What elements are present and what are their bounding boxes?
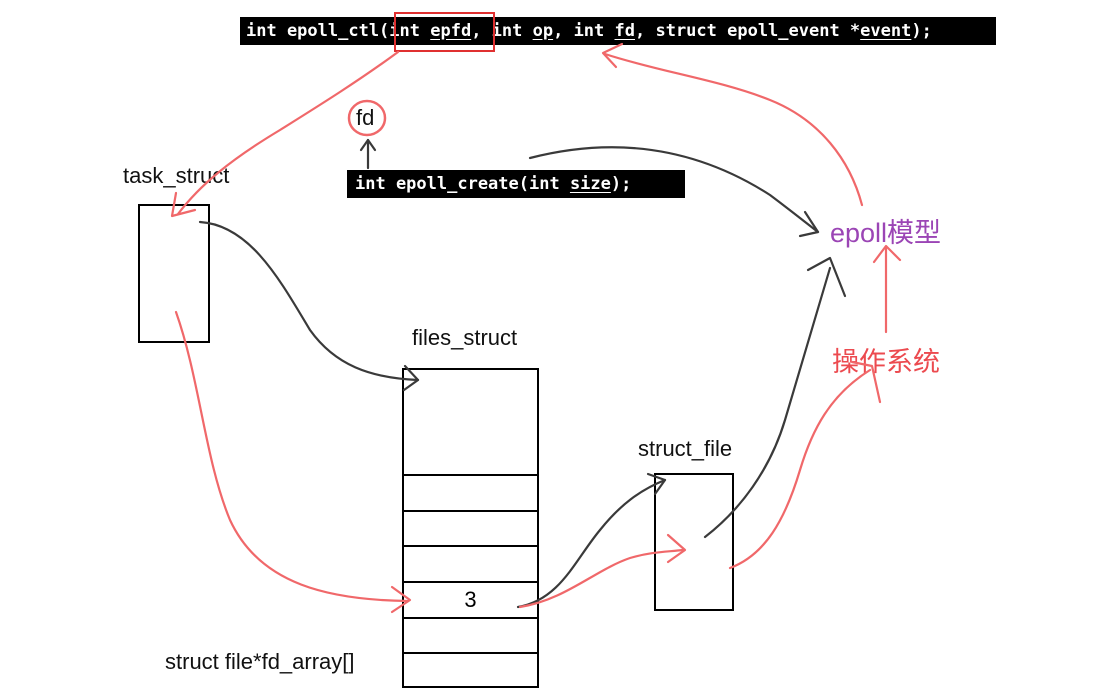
epoll-to-ctl-arrow (603, 52, 864, 207)
fd-array-slot (404, 652, 537, 688)
task-to-slot-arrow (174, 310, 410, 603)
files-struct-box: 3 (402, 368, 539, 688)
struct-file-label: struct_file (638, 436, 733, 461)
epoll-ctl-text-1: int epoll_ctl(int (246, 21, 431, 41)
fd-param: fd (614, 21, 635, 41)
epoll-ctl-text-5: , int (553, 21, 615, 41)
task-to-slot-arrowhead (390, 585, 412, 614)
struct-file-box (654, 473, 734, 611)
task-to-files-arrowhead (402, 364, 420, 392)
fd-label: fd (356, 105, 375, 130)
epoll-create-text-1: int epoll_create(int (355, 174, 570, 194)
slot-to-file-red-arrowhead (666, 533, 687, 564)
slot-to-file-arrowhead (646, 472, 667, 496)
task-struct-label: task_struct (123, 163, 230, 188)
epfd-to-task-arrowhead (170, 191, 197, 218)
create-to-epoll-arrowhead (798, 210, 820, 238)
fd-array-slot (404, 510, 537, 545)
event-param: event (860, 21, 912, 41)
epoll-create-signature: int epoll_create(int size); (347, 170, 685, 198)
file-to-os-arrowhead (850, 360, 882, 404)
epoll-ctl-text-3: , int (471, 21, 533, 41)
slot-to-file-red-arrow (518, 548, 685, 609)
file-to-os-arrow (728, 368, 872, 570)
epoll-ctl-text-9: ); (911, 21, 932, 41)
epoll-model-label: epoll模型 (830, 218, 942, 248)
epoll-ctl-text-7: , struct epoll_event * (635, 21, 861, 41)
create-to-fd-arrowhead (359, 138, 377, 152)
files-struct-label: files_struct (412, 325, 518, 350)
create-to-epoll-arrow (528, 146, 820, 234)
fd-array-label: struct file*fd_array[] (165, 649, 355, 674)
op-param: op (532, 21, 554, 41)
slot-to-file-arrow (516, 478, 667, 609)
epfd-param: epfd (430, 21, 472, 41)
task-struct-box (138, 204, 210, 343)
file-to-epoll-arrowhead (806, 256, 847, 298)
file-to-epoll-arrow (703, 266, 832, 539)
os-to-epoll-arrowhead (872, 244, 902, 264)
fd-array-slot (404, 617, 537, 652)
fd-index-label: 3 (464, 587, 477, 612)
epfd-highlight-box (394, 12, 495, 52)
epoll-ctl-signature: int epoll_ctl(int epfd, int op, int fd, … (240, 17, 996, 45)
fd-circle (347, 99, 387, 137)
size-param: size (569, 174, 611, 194)
epoll-to-ctl-arrowhead (601, 42, 624, 69)
epoll-create-text-3: ); (610, 174, 632, 194)
fd-array-slot-3: 3 (404, 581, 537, 617)
task-to-files-arrow (198, 220, 420, 382)
os-label: 操作系统 (832, 347, 940, 377)
fd-array-slot (404, 545, 537, 581)
fd-array-slot (404, 474, 537, 510)
epfd-to-task-arrow (176, 50, 400, 216)
